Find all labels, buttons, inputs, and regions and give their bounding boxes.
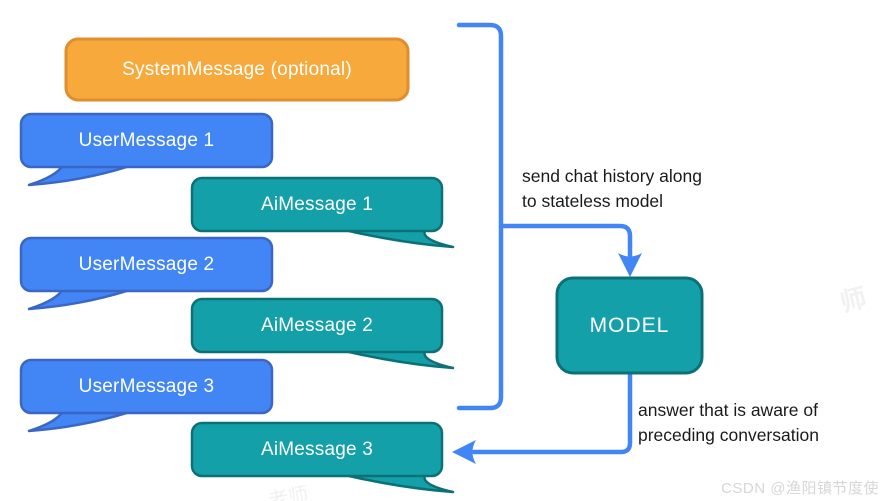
send-history-arrowhead-icon	[618, 253, 642, 277]
user-message-3-bubble	[19, 358, 274, 433]
csdn-watermark: CSDN @渔阳镇节度使	[721, 480, 879, 497]
ai-message-2-bubble	[190, 297, 455, 370]
answer-annotation-line1: answer that is aware of	[638, 400, 818, 420]
send-history-annotation-line2: to stateless model	[522, 191, 664, 211]
send-history-annotation-line1: send chat history along	[522, 166, 702, 186]
ai-message-3-tail	[338, 472, 455, 494]
history-group-bracket	[456, 22, 504, 411]
user-message-2-bubble	[19, 236, 274, 311]
ai-message-1-tail	[338, 227, 455, 249]
user-message-1-tail	[27, 163, 135, 187]
ai-message-2-tail	[338, 348, 455, 370]
answer-annotation: answer that is aware of preceding conver…	[638, 398, 819, 448]
send-history-arrow-line	[500, 223, 633, 259]
answer-arrowhead-icon	[452, 440, 476, 464]
user-message-2-tail	[27, 287, 135, 311]
model-box	[555, 276, 704, 375]
answer-annotation-line2: preceding conversation	[638, 425, 819, 445]
user-message-1-bubble	[19, 112, 274, 187]
ai-message-1-bubble	[190, 176, 455, 249]
ai-message-3-bubble	[190, 421, 455, 494]
user-message-3-tail	[27, 409, 135, 433]
answer-arrow-line	[471, 372, 633, 455]
system-message-box	[64, 37, 410, 102]
send-history-annotation: send chat history along to stateless mod…	[522, 164, 702, 214]
